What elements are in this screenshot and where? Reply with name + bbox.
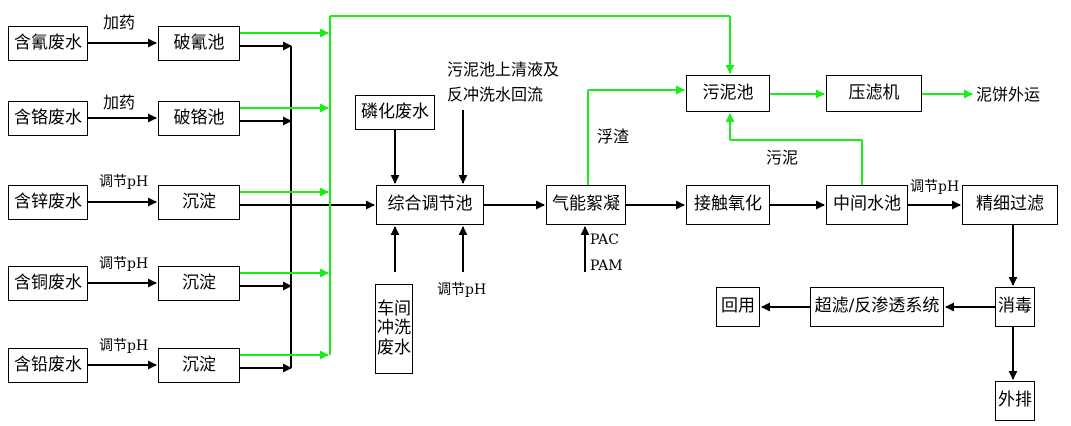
node-phosphating-wastewater: 磷化废水 xyxy=(355,95,435,130)
label-scum: 浮渣 xyxy=(597,127,630,146)
node-cyanide-wastewater: 含氰废水 xyxy=(8,26,88,61)
node-settling-lead: 沉淀 xyxy=(158,348,240,383)
node-sludge-tank: 污泥池 xyxy=(686,75,770,112)
label-cake-out: 泥饼外运 xyxy=(976,85,1041,104)
node-settling-zinc: 沉淀 xyxy=(158,185,240,220)
label-adjust-ph-4: 调节pH xyxy=(437,282,487,298)
node-reuse: 回用 xyxy=(716,287,760,327)
workshop-rinse-line-3: 废水 xyxy=(377,337,411,358)
node-disinfection: 消毒 xyxy=(995,287,1035,327)
node-contact-oxidation: 接触氧化 xyxy=(686,185,770,225)
node-workshop-rinse-wastewater: 车间 冲洗 废水 xyxy=(375,284,413,374)
node-chromium-break-tank: 破铬池 xyxy=(158,101,240,136)
node-filter-press: 压滤机 xyxy=(826,75,922,112)
node-copper-wastewater: 含铜废水 xyxy=(8,266,88,301)
label-adjust-ph-2: 调节pH xyxy=(99,256,149,272)
node-settling-copper: 沉淀 xyxy=(158,266,240,301)
label-sludge: 污泥 xyxy=(766,148,799,167)
label-dose-2: 加药 xyxy=(103,93,136,112)
label-supernatant-return-line-2: 反冲洗水回流 xyxy=(447,85,544,104)
node-intermediate-tank: 中间水池 xyxy=(826,185,908,225)
workshop-rinse-line-2: 冲洗 xyxy=(377,318,411,339)
label-supernatant-return-line-1: 污泥池上清液及 xyxy=(447,60,560,79)
node-uf-ro-system: 超滤/反渗透系统 xyxy=(810,287,944,327)
node-equalization-tank: 综合调节池 xyxy=(376,185,484,225)
workshop-rinse-line-1: 车间 xyxy=(377,298,411,319)
label-adjust-ph-5: 调节pH xyxy=(910,179,960,195)
node-chromium-wastewater: 含铬废水 xyxy=(8,101,88,136)
label-dose-1: 加药 xyxy=(103,13,136,32)
node-lead-wastewater: 含铅废水 xyxy=(8,348,88,383)
label-adjust-ph-3: 调节pH xyxy=(99,338,149,354)
node-fine-filtration: 精细过滤 xyxy=(962,185,1058,225)
label-pam: PAM xyxy=(590,258,623,274)
node-cyanide-break-tank: 破氰池 xyxy=(158,26,240,61)
node-zinc-wastewater: 含锌废水 xyxy=(8,185,88,220)
node-air-flotation: 气能絮凝 xyxy=(546,185,626,225)
label-adjust-ph-1: 调节pH xyxy=(99,174,149,190)
label-pac: PAC xyxy=(590,232,619,248)
node-discharge: 外排 xyxy=(995,381,1035,421)
